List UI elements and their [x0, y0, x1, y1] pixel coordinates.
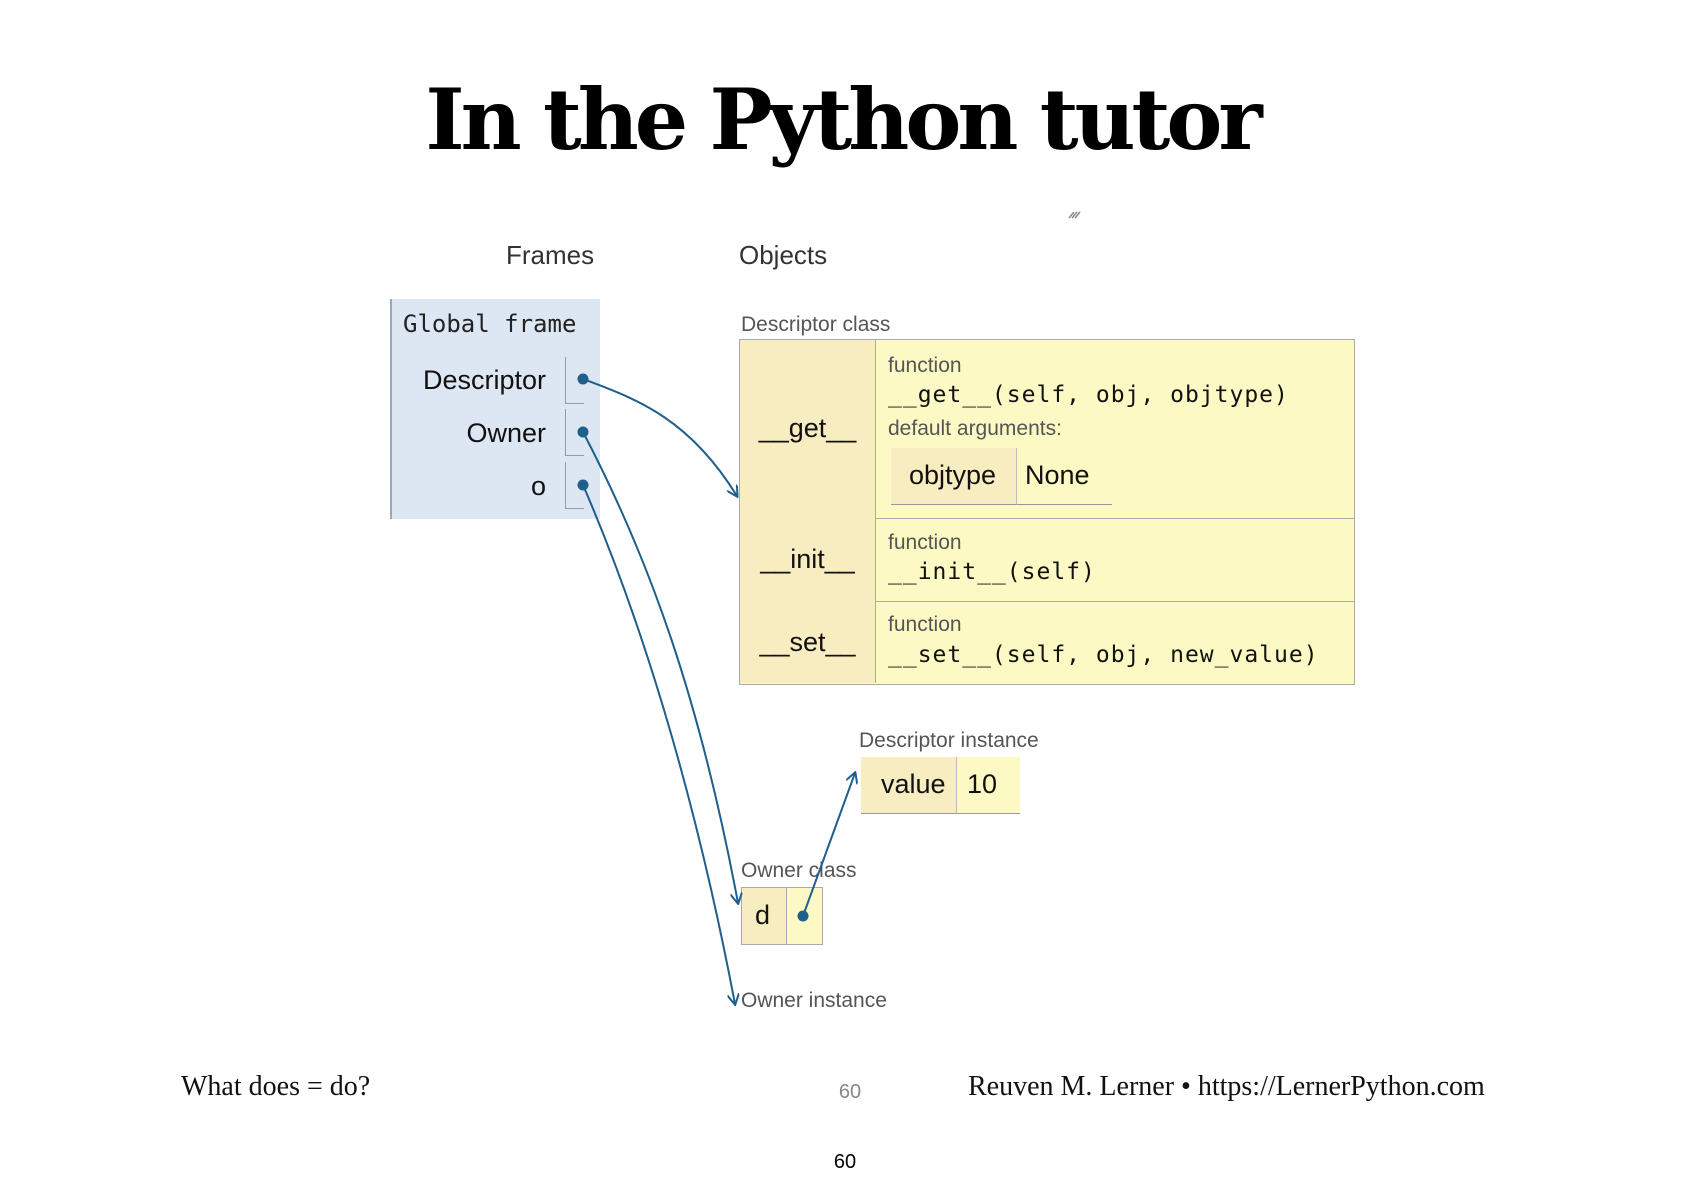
default-arg-key-cell: objtype: [891, 448, 1017, 505]
method-row-init: __init__ function __init__(self): [740, 518, 1354, 602]
method-name-set: __set__: [759, 627, 856, 657]
default-arg-key: objtype: [909, 460, 997, 490]
frame-var-o: o: [530, 471, 546, 501]
frames-header: Frames: [506, 240, 595, 270]
owner-class-key: d: [755, 900, 771, 930]
default-arg-value: None: [1025, 460, 1090, 490]
slide-title: In the Python tutor: [425, 70, 1262, 169]
function-type-label: function: [888, 613, 962, 636]
instance-value: 10: [967, 769, 998, 799]
function-type-label: function: [888, 354, 962, 377]
frame-var-descriptor: Descriptor: [422, 365, 546, 395]
footer-page-number: 60: [838, 1081, 862, 1103]
owner-instance-label: Owner instance: [741, 989, 887, 1012]
method-name-init: __init__: [760, 544, 855, 574]
default-arg-value-cell: None: [1017, 448, 1112, 505]
method-key-cell: __set__: [740, 601, 876, 683]
default-arguments-label: default arguments:: [888, 417, 1062, 440]
frame-pointer-o: [565, 462, 584, 509]
owner-class-key-cell: d: [742, 888, 787, 944]
method-row-set: __set__ function __set__(self, obj, new_…: [740, 601, 1354, 683]
global-frame-label: Global frame: [403, 310, 577, 338]
arrow-owner-to-owner-class: [582, 431, 738, 903]
owner-class-box: d: [741, 887, 823, 945]
method-signature-set: __set__(self, obj, new_value): [888, 642, 1319, 668]
instance-key: value: [881, 769, 946, 799]
descriptor-class-label: Descriptor class: [741, 313, 891, 336]
frame-var-owner: Owner: [466, 418, 546, 448]
method-signature-init: __init__(self): [888, 559, 1096, 585]
frame-pointer-descriptor: [565, 357, 584, 404]
owner-class-label: Owner class: [741, 859, 857, 882]
method-key-cell: __init__: [740, 518, 876, 601]
instance-key-cell: value: [861, 757, 957, 814]
descriptor-class-table: __get__ function __get__(self, obj, objt…: [739, 339, 1355, 685]
arrow-descriptor-to-class: [582, 378, 737, 496]
arrow-o-to-owner-instance: [582, 484, 735, 1004]
frame-pointer-owner: [565, 409, 584, 456]
page-number: 60: [833, 1151, 857, 1173]
pencil-icon: [1068, 211, 1081, 219]
method-name-get: __get__: [758, 413, 857, 443]
function-type-label: function: [888, 531, 962, 554]
descriptor-instance-label: Descriptor instance: [859, 729, 1039, 752]
instance-value-cell: 10: [957, 757, 1020, 814]
method-row-get: __get__ function __get__(self, obj, objt…: [740, 340, 1354, 519]
method-signature-get: __get__(self, obj, objtype): [888, 382, 1289, 408]
footer-attribution: Reuven M. Lerner • https://LernerPython.…: [968, 1071, 1485, 1102]
method-key-cell: __get__: [740, 340, 876, 518]
objects-header: Objects: [739, 240, 828, 270]
footer-question: What does = do?: [181, 1071, 371, 1102]
